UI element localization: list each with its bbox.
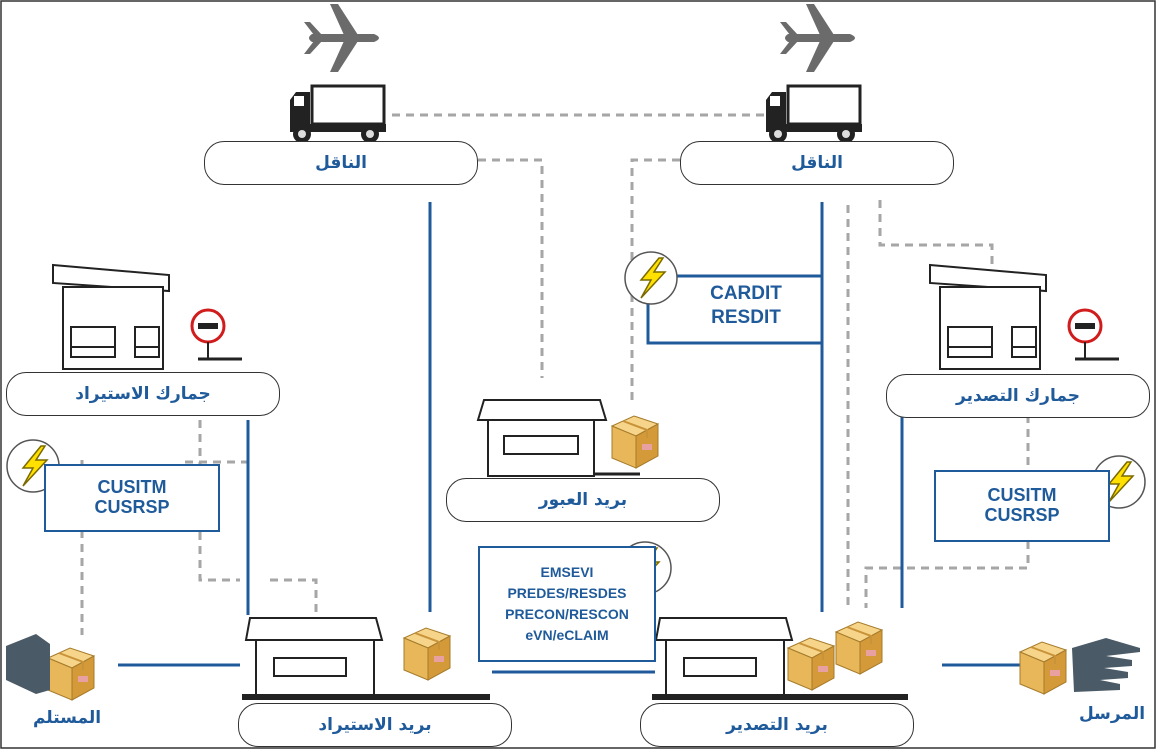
import-post-label: بريد الاستيراد	[318, 715, 432, 735]
recipient-label: المستلم	[32, 708, 102, 728]
hand-icon	[1072, 638, 1140, 692]
parcel-icon	[835, 621, 883, 675]
export-customs-node: جمارك التصدير	[886, 374, 1150, 418]
parcel-icon	[787, 637, 835, 691]
export-customs-messages: CUSITM CUSRSP	[934, 470, 1110, 542]
parcel-icon	[611, 415, 659, 469]
building-icon	[476, 399, 640, 477]
import-customs-label: جمارك الاستيراد	[75, 384, 211, 404]
parcel-icon	[403, 627, 451, 681]
import-customs-messages: CUSITM CUSRSP	[44, 464, 220, 532]
truck-icon	[764, 84, 864, 145]
no-entry-sign-icon	[190, 308, 244, 361]
carrier-messages: CARDIT RESDIT	[690, 282, 802, 330]
import-post-node: بريد الاستيراد	[238, 703, 512, 747]
transit-post-node: بريد العبور	[446, 478, 720, 522]
platform	[652, 694, 908, 700]
message-precon-rescon: PRECON/RESCON	[505, 606, 629, 622]
lightning-icon	[624, 251, 678, 305]
message-resdit: RESDIT	[711, 307, 781, 328]
building-icon	[245, 617, 383, 697]
export-post-label: بريد التصدير	[726, 715, 828, 735]
message-cusrsp: CUSRSP	[984, 505, 1060, 525]
carrier-right-label: الناقل	[791, 153, 843, 173]
truck-icon	[288, 84, 388, 145]
message-cardit: CARDIT	[710, 283, 782, 304]
carrier-left-node: الناقل	[204, 141, 478, 185]
message-predes-resdes: PREDES/RESDES	[507, 585, 627, 601]
export-post-node: بريد التصدير	[640, 703, 914, 747]
airplane-icon	[780, 4, 855, 72]
export-customs-label: جمارك التصدير	[956, 386, 1080, 406]
airplane-icon	[304, 4, 379, 72]
dashed-connectors	[80, 113, 1030, 635]
post-messages: EMSEVI PREDES/RESDES PRECON/RESCON eVN/e…	[478, 546, 656, 662]
hand-icon	[6, 634, 50, 694]
no-entry-sign-icon	[1067, 308, 1121, 361]
import-customs-node: جمارك الاستيراد	[6, 372, 280, 416]
sender-label: المرسل	[1078, 704, 1146, 724]
building-icon	[929, 264, 1047, 370]
carrier-left-label: الناقل	[315, 153, 367, 173]
message-evn-eclaim: eVN/eCLAIM	[525, 627, 609, 643]
parcel-icon	[47, 647, 95, 701]
building-icon	[52, 264, 170, 370]
parcel-icon	[1019, 641, 1067, 695]
carrier-right-node: الناقل	[680, 141, 954, 185]
cardit-box-outline	[646, 274, 822, 345]
message-cusitm: CUSITM	[97, 477, 167, 498]
blue-connectors	[118, 202, 1020, 674]
message-emsevi: EMSEVI	[540, 564, 594, 580]
message-cusitm: CUSITM	[987, 485, 1057, 506]
building-icon	[655, 617, 793, 697]
message-cusrsp: CUSRSP	[94, 497, 170, 517]
transit-post-label: بريد العبور	[538, 490, 628, 510]
platform	[242, 694, 490, 700]
